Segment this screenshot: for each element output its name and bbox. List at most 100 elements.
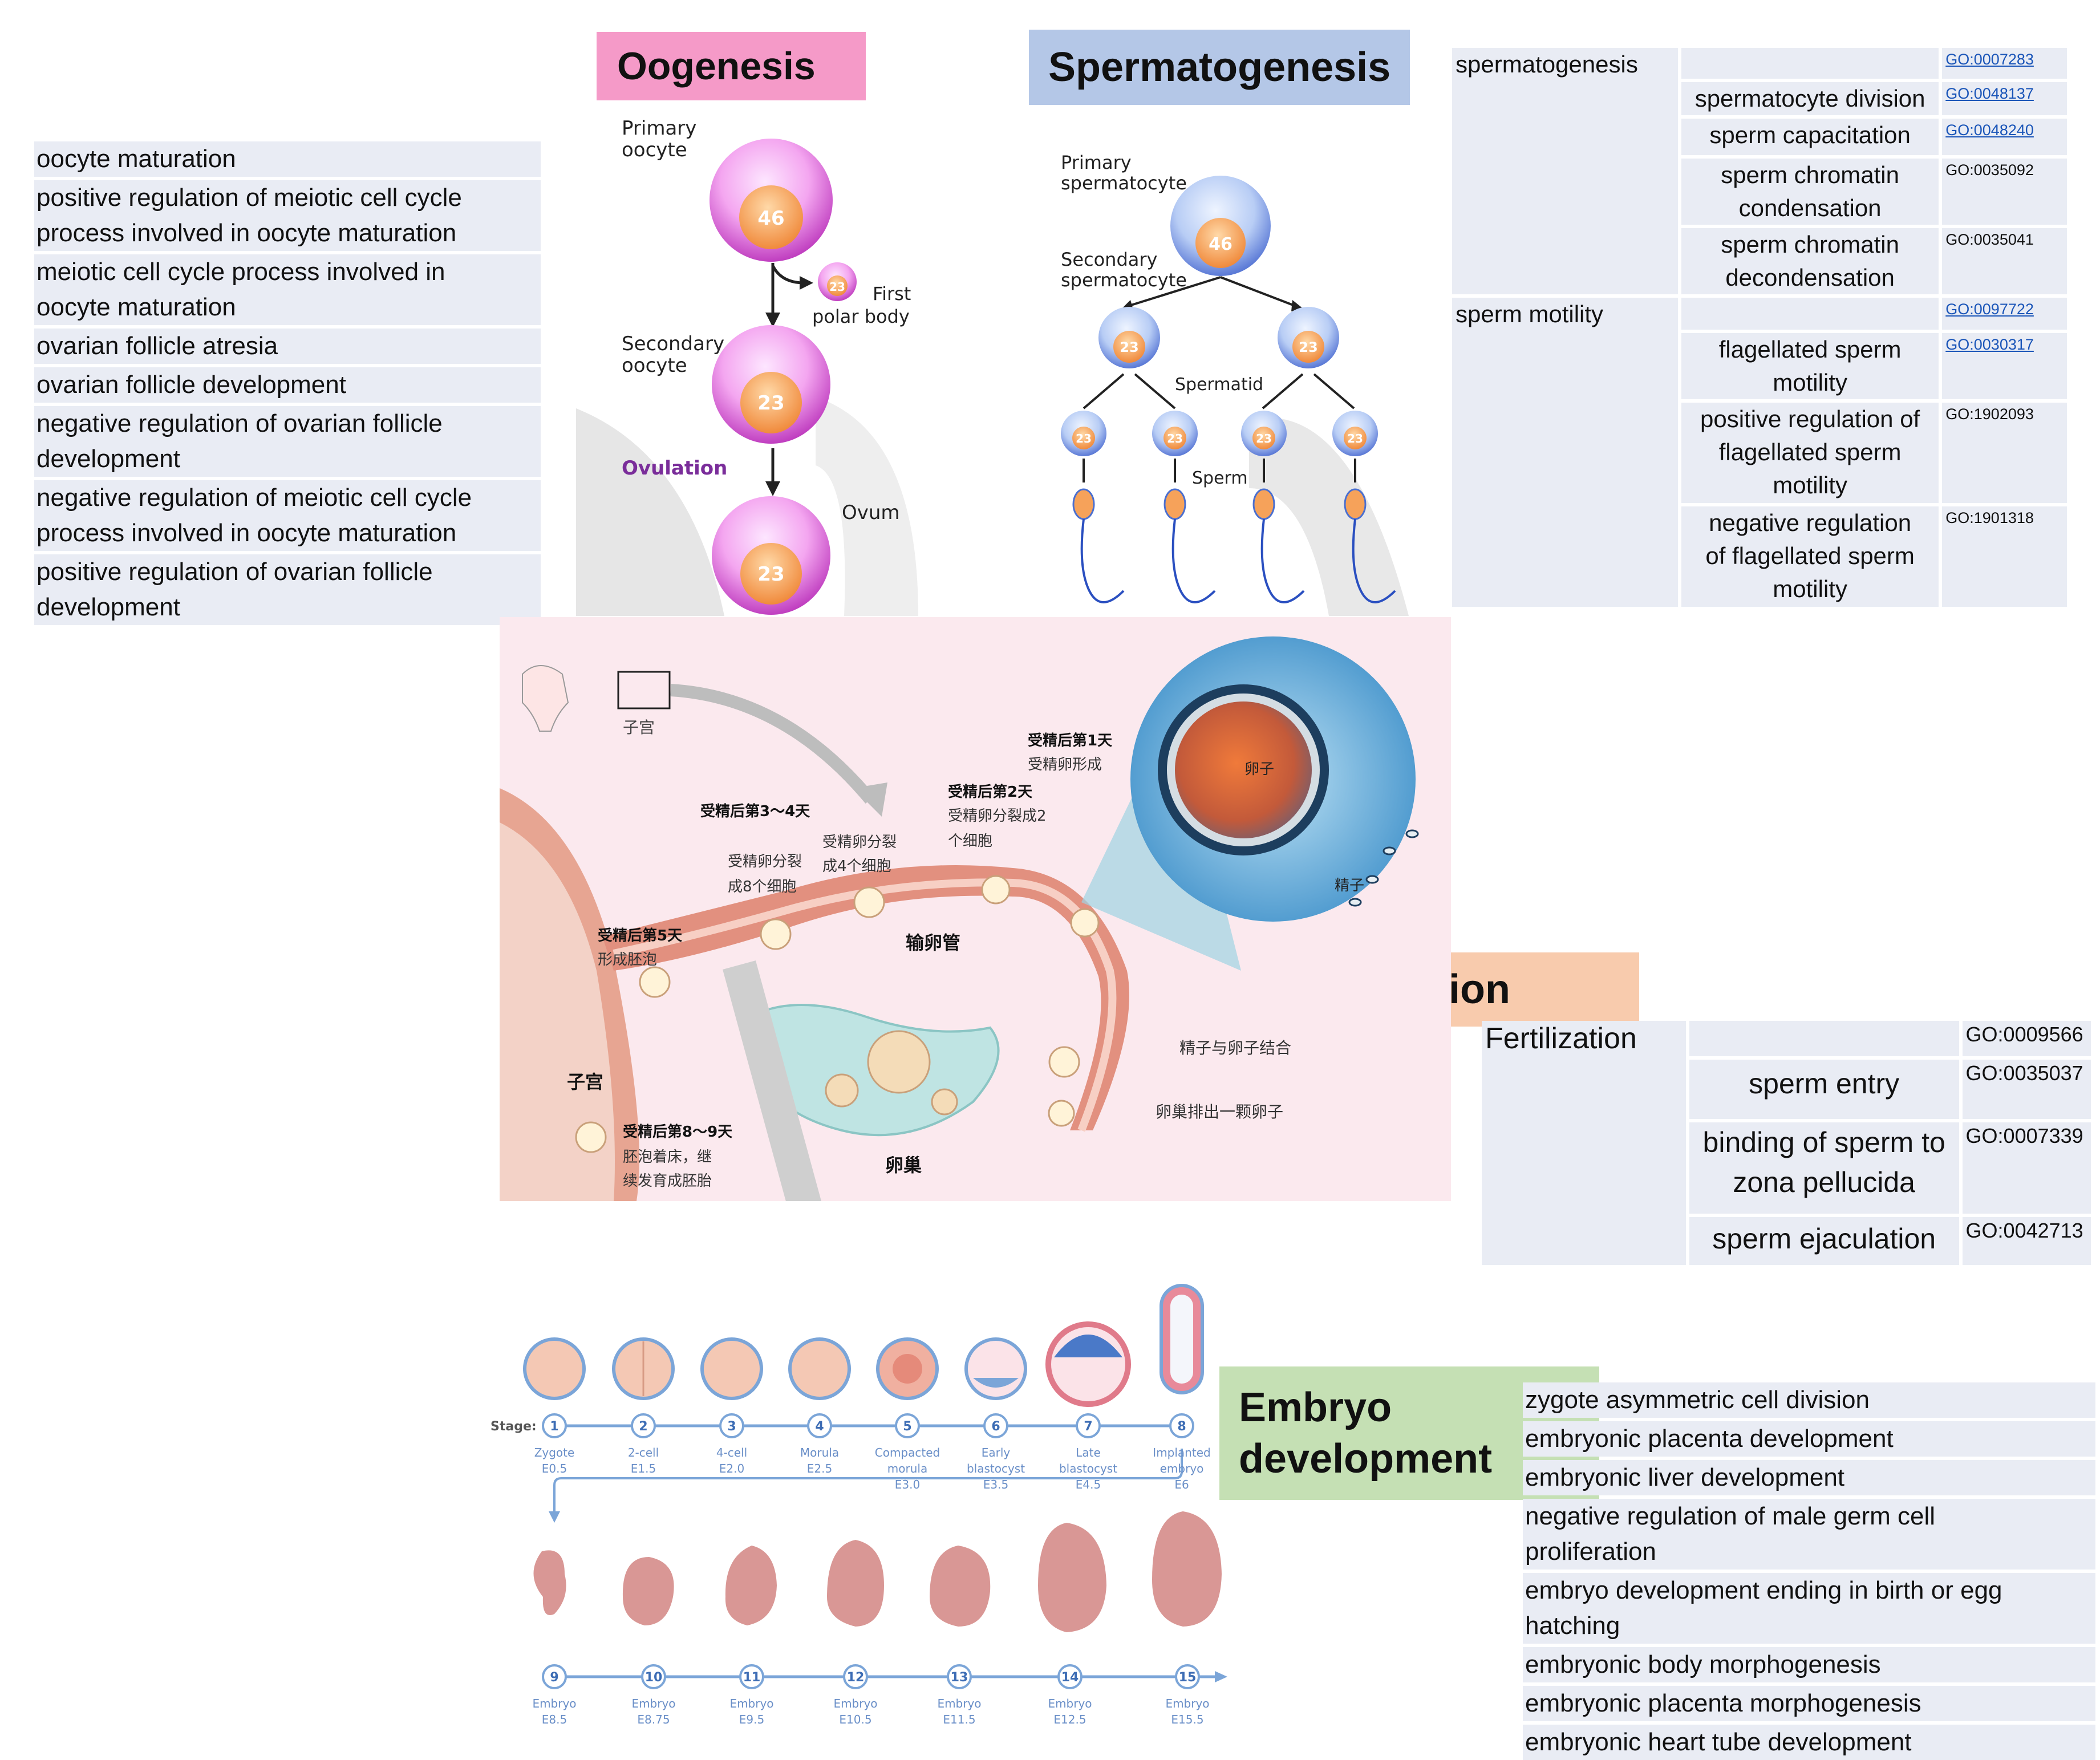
sperm-row: [1072, 488, 1396, 603]
stage-number: 7: [1084, 1420, 1092, 1434]
primary-spermatocyte-nucleus: [1195, 218, 1246, 268]
stage-number-circle: [983, 1413, 1008, 1438]
day34-text-line2: 成4个细胞: [822, 858, 891, 875]
secondary-oocyte-label-line2: oocyte: [622, 354, 687, 377]
morula-icon: [788, 1337, 851, 1400]
spermatogenesis-diagram: Primary spermatocyte 46 Secondary sperma…: [1061, 152, 1409, 616]
go-link[interactable]: GO:0048137: [1945, 85, 2034, 102]
table-cell: [1689, 1021, 1959, 1056]
stage-number-circle: [895, 1413, 920, 1438]
spermatid-row: 23 23 23 23: [1061, 411, 1378, 456]
arrow-line: [1313, 373, 1355, 409]
day89-text-line2: 续发育成胚胎: [623, 1173, 712, 1190]
secondary-oocyte-label-line1: Secondary: [622, 332, 724, 355]
stage-number: 14: [1061, 1670, 1079, 1685]
term-line: process involved in oocyte maturation: [37, 219, 457, 247]
table-cell: positive regulation of flagellated sperm…: [1681, 403, 1939, 503]
chromosome-count: 23: [757, 392, 784, 415]
day2-text-line2: 个细胞: [948, 833, 993, 850]
fertilization-go-table: Fertilization GO:0009566 sperm entry GO:…: [1478, 1017, 2094, 1268]
table-cell: [1681, 48, 1939, 79]
egg-cytoplasm: [1175, 701, 1312, 838]
term-line: embryonic liver development: [1525, 1463, 1845, 1491]
embryo-e125-icon: [1038, 1523, 1106, 1632]
day89-text-line1: 胚泡着床，继: [623, 1149, 712, 1166]
arrow-head: [800, 276, 813, 290]
day1-text: 受精卵形成: [1028, 756, 1102, 773]
term: spermatocyte division: [1694, 85, 1925, 112]
ovum-label: Ovum: [842, 501, 900, 524]
go-link[interactable]: GO:0048240: [1945, 121, 2034, 139]
embryo-e115-icon: [930, 1546, 991, 1627]
term-line: proliferation: [1525, 1538, 1656, 1566]
list-item: positive regulation of meiotic cell cycl…: [34, 180, 541, 251]
term-line: negative regulation of male germ cell: [1525, 1502, 1936, 1530]
term-line: negative regulation of ovarian follicle: [37, 409, 443, 437]
list-item: embryonic placenta development: [1523, 1421, 2095, 1457]
oviduct-label: 输卵管: [906, 932, 961, 954]
stage-number: 15: [1179, 1670, 1197, 1685]
stage-name: Morula: [800, 1446, 839, 1459]
stage-number-circle: [1175, 1664, 1200, 1689]
term-line: embryonic heart tube development: [1525, 1728, 1912, 1756]
term-line: ovarian follicle atresia: [37, 332, 278, 360]
table-cell: sperm capacitation: [1681, 119, 1939, 155]
sperm-head: [1365, 875, 1379, 884]
stage-label: Stage:: [490, 1420, 537, 1434]
stage-number: 6: [991, 1420, 1000, 1434]
oogenesis-header-text: Oogenesis: [617, 44, 816, 88]
go-link[interactable]: GO:0007283: [1945, 51, 2034, 68]
spermatid-nucleus: [1252, 427, 1275, 449]
go-link[interactable]: GO:0030317: [1945, 336, 2034, 353]
sperm-tail: [1171, 518, 1216, 603]
table-cell: GO:0048240: [1942, 119, 2067, 155]
table-cell: GO:0035037: [1962, 1060, 2091, 1119]
go-id: GO:0035092: [1945, 161, 2034, 179]
oogenesis-header: Oogenesis: [597, 32, 866, 100]
connector-line: [553, 1449, 1183, 1516]
table-cell: flagellated sperm motility: [1681, 333, 1939, 399]
sperm-egg-meet-label: 精子与卵子结合: [1179, 1039, 1292, 1057]
stage-number-circle: [641, 1664, 666, 1689]
go-link[interactable]: GO:0097722: [1945, 301, 2034, 318]
table-cell: GO:0035041: [1942, 228, 2067, 294]
secondary-spermatocyte-label-line2: spermatocyte: [1061, 269, 1187, 291]
embryo-row2-icons: [533, 1511, 1222, 1632]
day34-text-line1: 受精卵分裂: [822, 834, 897, 851]
first-polar-body-label-line2: polar body: [812, 306, 910, 327]
embryo-header-line2: development: [1239, 1436, 1493, 1482]
primary-spermatocyte-label-line1: Primary: [1061, 152, 1132, 173]
ovulation-cn-label: 卵巢排出一颗卵子: [1156, 1102, 1284, 1121]
secondary-oocyte-nucleus: [740, 372, 802, 433]
term-line: positive regulation of meiotic cell cycl…: [37, 184, 462, 212]
stage-name-line: Implanted: [1153, 1446, 1210, 1459]
arrow-head: [765, 313, 780, 327]
stage-name: Embryo: [1165, 1697, 1209, 1710]
two-cell-embryo: [981, 875, 1011, 905]
list-item: embryonic liver development: [1523, 1460, 2095, 1495]
go-id: GO:0035041: [1945, 231, 2034, 248]
table-cell: sperm entry: [1689, 1060, 1959, 1119]
oogenesis-diagram: Primary oocyte 46 23 First polar body Se…: [576, 117, 918, 616]
term: sperm capacitation: [1709, 121, 1911, 148]
four-cell-embryo: [853, 886, 885, 918]
stage-name: Zygote: [534, 1446, 575, 1459]
sperm-head: [1405, 829, 1419, 838]
ovary-label: 卵巢: [885, 1154, 922, 1176]
stage-day: E3.5: [983, 1478, 1008, 1491]
table-cell: sperm chromatin decondensation: [1681, 228, 1939, 294]
spermatid-nucleus: [1344, 427, 1367, 449]
stage-number-circle: [843, 1664, 868, 1689]
stage-name-line: embryo: [1160, 1462, 1204, 1475]
go-id: GO:0035037: [1965, 1061, 2083, 1085]
table-cell: binding of sperm to zona pellucida: [1689, 1122, 1959, 1214]
term-line: development: [37, 593, 180, 621]
fertilization-diagram: [500, 617, 1451, 1201]
group-term: spermatogenesis: [1456, 51, 1638, 78]
stage-day: E8.5: [542, 1713, 567, 1726]
stage-name-line: blastocyst: [1059, 1462, 1117, 1475]
stage-day: E8.75: [637, 1713, 670, 1726]
stage-day: E1.5: [631, 1462, 656, 1475]
stage-day: E4.5: [1076, 1478, 1101, 1491]
stage-number-circle: [542, 1664, 567, 1689]
